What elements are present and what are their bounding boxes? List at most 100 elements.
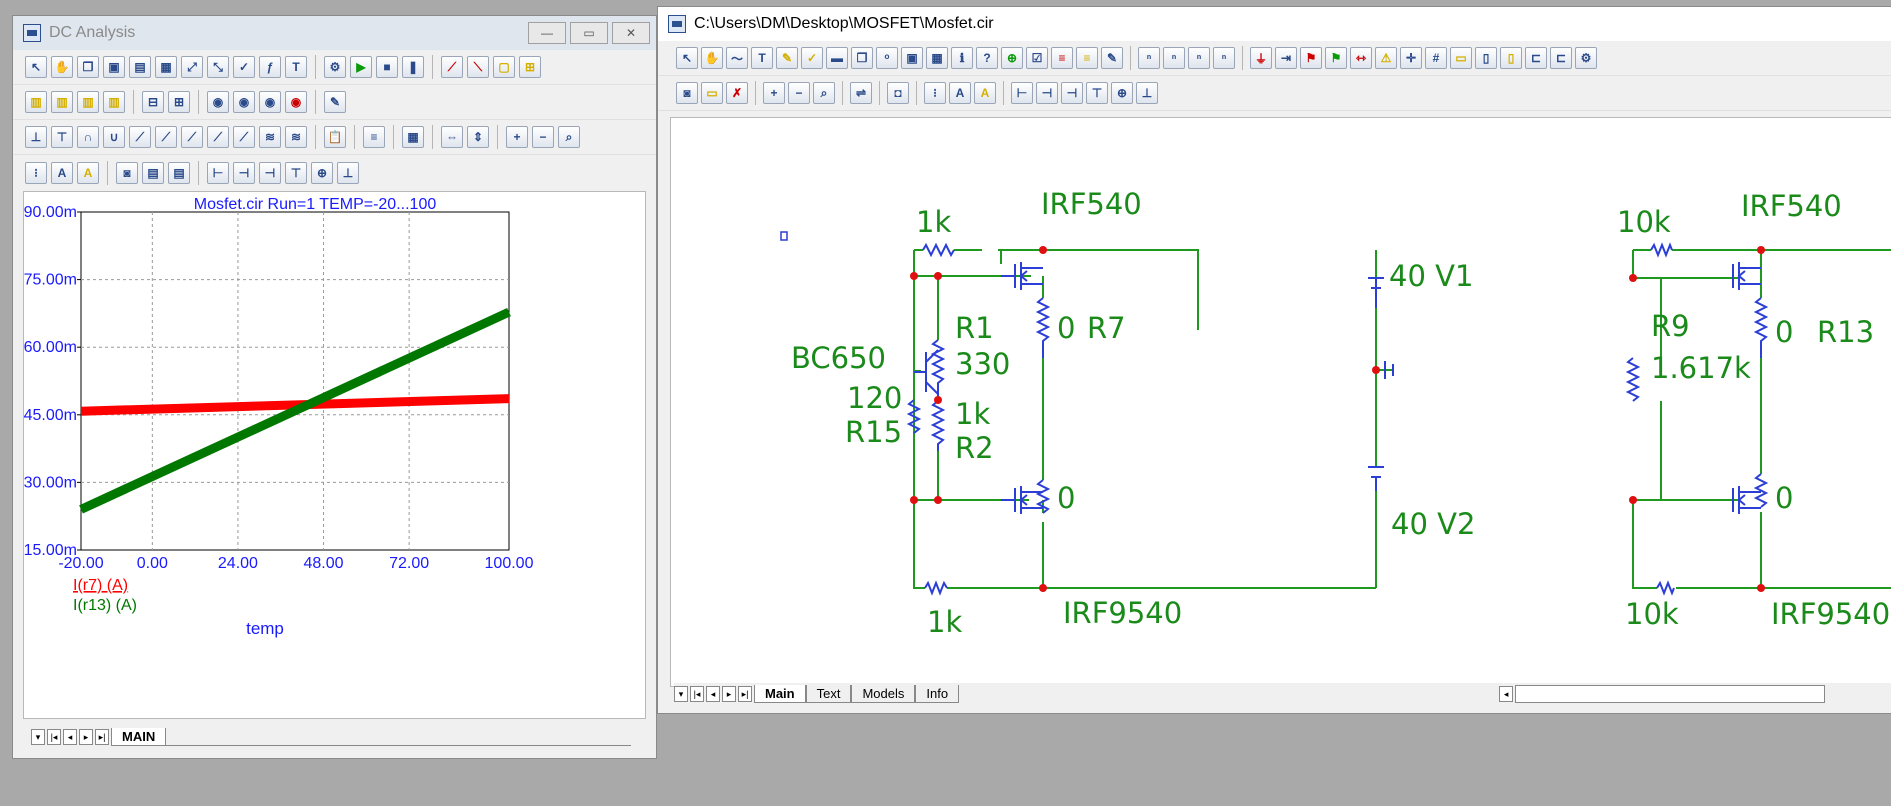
edit-icon[interactable]: ✎ bbox=[1101, 47, 1123, 69]
split-h-icon[interactable]: ⊟ bbox=[142, 91, 164, 113]
align-top-icon[interactable]: ⊤ bbox=[1086, 82, 1108, 104]
label-r1-val[interactable]: 330 bbox=[955, 347, 1010, 381]
label-r-bot-right[interactable]: 10k bbox=[1625, 597, 1679, 631]
layout1-icon[interactable]: ▥ bbox=[25, 91, 47, 113]
image-icon[interactable]: ▣ bbox=[901, 47, 923, 69]
maximize-button[interactable]: ▭ bbox=[570, 22, 608, 44]
font-icon[interactable]: A bbox=[51, 161, 73, 184]
dots-icon[interactable]: ⁝ bbox=[924, 82, 946, 104]
zoom-plot-icon[interactable]: ⤢ bbox=[181, 56, 203, 78]
align2-icon[interactable]: ▤ bbox=[168, 161, 190, 184]
label-v2[interactable]: 40 V2 bbox=[1391, 507, 1475, 541]
label-r-top-right[interactable]: 10k bbox=[1617, 205, 1671, 239]
peak-icon[interactable]: ⊥ bbox=[25, 126, 47, 148]
zoom-fit-icon[interactable]: ⌕ bbox=[558, 126, 580, 148]
align-right-icon[interactable]: ⊣ bbox=[1061, 82, 1083, 104]
probe4-icon[interactable]: ◉ bbox=[285, 91, 307, 113]
link-icon[interactable]: ⇿ bbox=[1350, 47, 1372, 69]
window-icon[interactable]: ▣ bbox=[103, 56, 125, 78]
format-icon[interactable]: A bbox=[77, 161, 99, 184]
flag2-icon[interactable]: ⚑ bbox=[1325, 47, 1347, 69]
open-icon[interactable]: ▭ bbox=[701, 82, 723, 104]
calc-icon[interactable]: ▦ bbox=[402, 126, 424, 148]
horizontal-scrollbar[interactable] bbox=[1515, 685, 1826, 703]
tab-text[interactable]: Text bbox=[805, 685, 852, 703]
slope1-icon[interactable]: ⟋ bbox=[129, 126, 151, 148]
select-icon[interactable]: ↖ bbox=[676, 47, 698, 69]
low-icon[interactable]: ∪ bbox=[103, 126, 125, 148]
label-r15-name[interactable]: R15 bbox=[845, 415, 902, 449]
bus-icon[interactable]: ▬ bbox=[826, 47, 848, 69]
tab-menu-icon[interactable]: ▾ bbox=[674, 686, 688, 702]
label-r1-name[interactable]: R1 bbox=[955, 311, 994, 345]
stop-icon[interactable]: ■ bbox=[376, 56, 398, 78]
label-r-mid-right[interactable]: 0 bbox=[1775, 481, 1793, 515]
zoom-in-icon[interactable]: + bbox=[763, 82, 785, 104]
label-q-top-left[interactable]: IRF540 bbox=[1041, 187, 1142, 221]
pin1-icon[interactable]: ⁿ bbox=[1138, 47, 1160, 69]
pause-icon[interactable]: ❚ bbox=[402, 56, 424, 78]
label-r13-name[interactable]: R13 bbox=[1817, 315, 1874, 349]
wire-icon[interactable]: 〜 bbox=[726, 47, 748, 69]
first-tab-icon[interactable]: |◂ bbox=[690, 686, 704, 702]
slope3-icon[interactable]: ⟋ bbox=[181, 126, 203, 148]
camera-icon[interactable]: ◙ bbox=[676, 82, 698, 104]
high-icon[interactable]: ∩ bbox=[77, 126, 99, 148]
label-v1[interactable]: 40 V1 bbox=[1389, 259, 1473, 293]
schematic-canvas[interactable]: 1k IRF540 40 V1 R1 330 BC650 120 R15 1k … bbox=[670, 117, 1891, 687]
label-q-bot-right[interactable]: IRF9540 bbox=[1771, 597, 1890, 631]
label-r2-name[interactable]: R2 bbox=[955, 431, 994, 465]
align-bottom-icon[interactable]: ⊥ bbox=[337, 161, 359, 184]
graph-icon[interactable]: ▤ bbox=[129, 56, 151, 78]
label-r-bot-left[interactable]: 1k bbox=[927, 605, 962, 639]
cursor-icon[interactable]: ⟋ bbox=[441, 56, 463, 78]
tab-models[interactable]: Models bbox=[851, 685, 916, 703]
align-left-icon[interactable]: ⊢ bbox=[207, 161, 229, 184]
layout3-icon[interactable]: ▥ bbox=[77, 91, 99, 113]
label-q-top-right[interactable]: IRF540 bbox=[1741, 189, 1842, 223]
bars-icon[interactable]: ≡ bbox=[1076, 47, 1098, 69]
label-r7-val[interactable]: 0 bbox=[1057, 311, 1075, 345]
probe2-icon[interactable]: ◉ bbox=[233, 91, 255, 113]
checkbox-icon[interactable]: ☑ bbox=[1026, 47, 1048, 69]
flag-icon[interactable]: ⚑ bbox=[1300, 47, 1322, 69]
copy-icon[interactable]: ❐ bbox=[77, 56, 99, 78]
last-tab-icon[interactable]: ▸| bbox=[95, 729, 109, 745]
label-r7-name[interactable]: R7 bbox=[1087, 311, 1126, 345]
close-button[interactable]: ✕ bbox=[612, 22, 650, 44]
pin2-icon[interactable]: ⁿ bbox=[1163, 47, 1185, 69]
run-icon[interactable]: ▶ bbox=[350, 56, 372, 78]
edit-icon[interactable]: ✎ bbox=[324, 91, 346, 113]
paste-icon[interactable]: 📋 bbox=[324, 126, 346, 148]
scroll-left-icon[interactable]: ◂ bbox=[1499, 686, 1514, 702]
camera-icon[interactable]: ◙ bbox=[116, 161, 138, 184]
slope5-icon[interactable]: ⟋ bbox=[233, 126, 255, 148]
next-tab-icon[interactable]: ▸ bbox=[79, 729, 93, 745]
cross-icon[interactable]: ✛ bbox=[1400, 47, 1422, 69]
probe-icon[interactable]: ⊕ bbox=[1001, 47, 1023, 69]
wave2-icon[interactable]: ≋ bbox=[285, 126, 307, 148]
text-icon[interactable]: T bbox=[285, 56, 307, 78]
slope2-icon[interactable]: ⟋ bbox=[155, 126, 177, 148]
zoom-out-icon[interactable]: − bbox=[788, 82, 810, 104]
align1-icon[interactable]: ▤ bbox=[142, 161, 164, 184]
table-icon[interactable]: ▦ bbox=[926, 47, 948, 69]
node-marker[interactable] bbox=[780, 231, 788, 241]
grid-icon[interactable]: ⊞ bbox=[519, 56, 541, 78]
align-center-icon[interactable]: ⊣ bbox=[233, 161, 255, 184]
plot-icon[interactable]: ▦ bbox=[155, 56, 177, 78]
align-mid-icon[interactable]: ⊕ bbox=[311, 161, 333, 184]
probe3-icon[interactable]: ◉ bbox=[259, 91, 281, 113]
valley-icon[interactable]: ⊤ bbox=[51, 126, 73, 148]
label-r9-name[interactable]: R9 bbox=[1651, 309, 1690, 343]
tab-menu-icon[interactable]: ▾ bbox=[31, 729, 45, 745]
ground-icon[interactable]: ⏚ bbox=[1250, 47, 1272, 69]
doc-icon[interactable]: ▯ bbox=[1475, 47, 1497, 69]
label-r13-val[interactable]: 0 bbox=[1775, 315, 1793, 349]
label-q-bot-left[interactable]: IRF9540 bbox=[1063, 596, 1182, 630]
pin3-icon[interactable]: ⁿ bbox=[1188, 47, 1210, 69]
align-bottom-icon[interactable]: ⊥ bbox=[1136, 82, 1158, 104]
flip-icon[interactable]: ⇌ bbox=[850, 82, 872, 104]
snapshot-icon[interactable]: ◘ bbox=[887, 82, 909, 104]
formula-icon[interactable]: ƒ bbox=[259, 56, 281, 78]
